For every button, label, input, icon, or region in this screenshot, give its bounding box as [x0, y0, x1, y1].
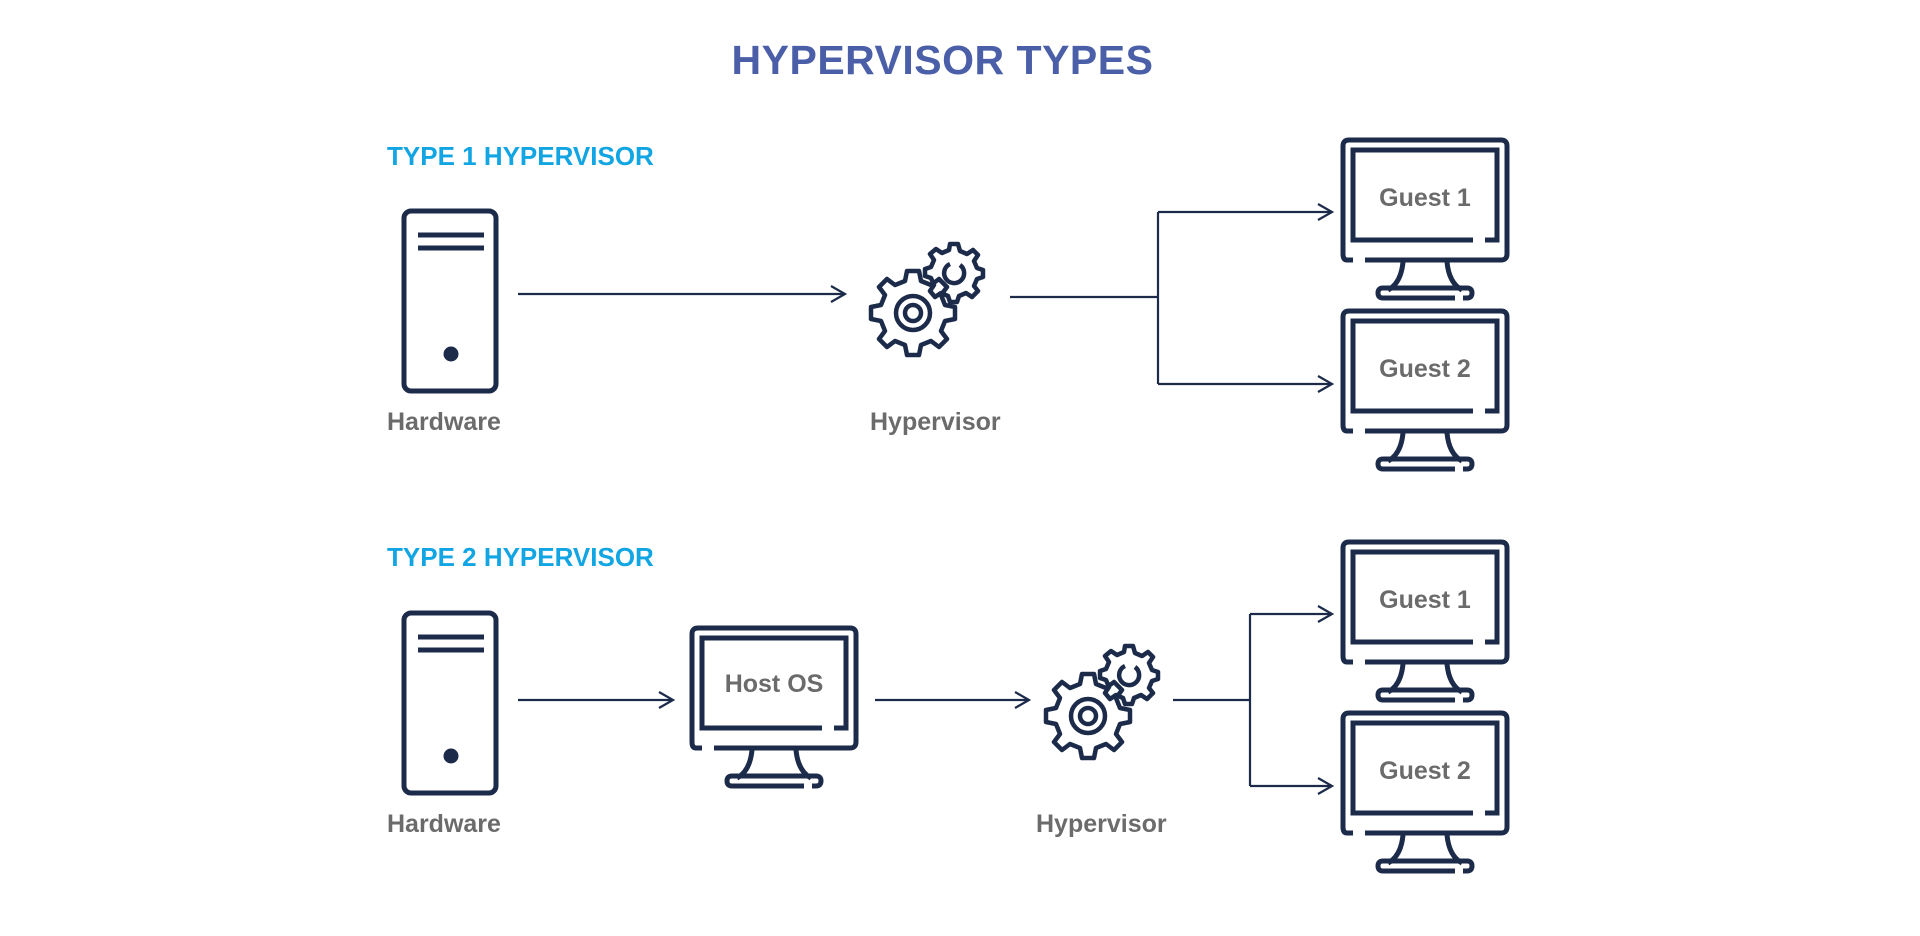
type1-hypervisor-gears-icon	[871, 244, 983, 355]
type2-guest2-label: Guest 2	[1379, 757, 1471, 785]
type1-guest1-monitor-icon	[1343, 140, 1507, 298]
type1-guest2-label: Guest 2	[1379, 355, 1471, 383]
type1-hardware-server-icon	[404, 211, 496, 391]
type2-heading: TYPE 2 HYPERVISOR	[387, 542, 654, 572]
type1-hypervisor-label: Hypervisor	[870, 408, 1001, 436]
type1-hardware-label: Hardware	[387, 408, 501, 436]
type2-guest1-label: Guest 1	[1379, 586, 1471, 614]
type1-guest1-label: Guest 1	[1379, 184, 1471, 212]
type2-hypervisor-gears-icon	[1046, 646, 1158, 758]
type1-heading: TYPE 1 HYPERVISOR	[387, 141, 654, 171]
type2-branch-connector	[1173, 614, 1332, 786]
type2-host-os-monitor-icon	[692, 628, 856, 786]
type2-hypervisor-label: Hypervisor	[1036, 810, 1167, 838]
type1-guest2-monitor-icon	[1343, 311, 1507, 469]
type2-hardware-label: Hardware	[387, 810, 501, 838]
type2-host-os-label: Host OS	[724, 670, 824, 698]
type2-guest1-monitor-icon	[1343, 542, 1507, 700]
type2-guest2-monitor-icon	[1343, 713, 1507, 871]
type1-branch-connector	[1010, 212, 1332, 384]
page-title: HYPERVISOR TYPES	[731, 37, 1154, 83]
type2-hardware-server-icon	[404, 613, 496, 793]
